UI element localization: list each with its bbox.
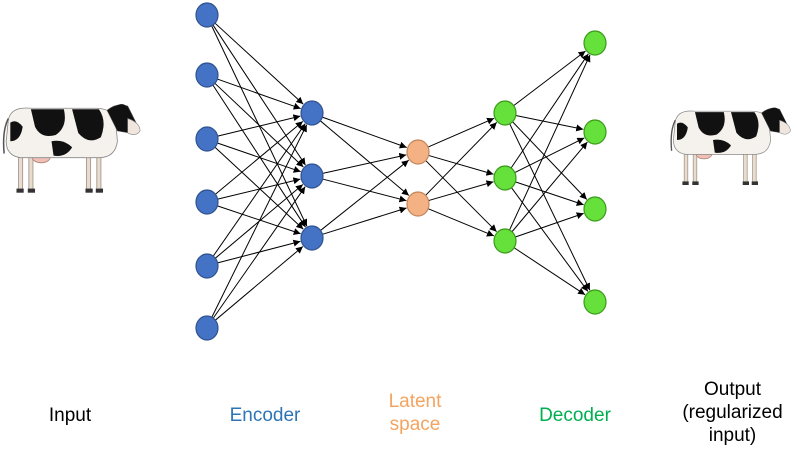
connection-arrow: [428, 180, 494, 202]
connection-arrow: [214, 82, 304, 168]
connection-arrow: [214, 22, 304, 105]
connection-arrow: [215, 121, 304, 195]
decoder-layer-node: [493, 228, 517, 254]
connection-arrow: [217, 114, 301, 137]
decoder-layer-node: [493, 165, 517, 191]
connection-arrow: [514, 137, 585, 173]
output-layer-node: [583, 289, 607, 315]
connection-arrow: [515, 181, 584, 206]
connection-arrow: [509, 54, 591, 231]
input-layer-node: [195, 62, 219, 88]
connection-arrow: [322, 152, 407, 174]
output-layer-node: [583, 119, 607, 145]
connection-arrow: [320, 159, 409, 231]
connection-arrow: [425, 160, 497, 233]
input-label: Input: [48, 405, 92, 426]
connection-arrow: [211, 124, 308, 318]
connection-arrow: [509, 123, 591, 291]
latent-layer-node: [406, 139, 430, 165]
connection-arrow: [513, 50, 586, 107]
encoder-label: Encoder: [229, 405, 301, 426]
connection-arrow: [212, 24, 306, 166]
connection-arrow: [428, 154, 494, 176]
connection-arrow: [215, 246, 304, 321]
input-layer-node: [195, 126, 219, 152]
connection-arrow: [217, 205, 301, 235]
connection-arrow: [515, 212, 584, 238]
input-layer-node: [195, 189, 219, 215]
connection-arrow: [320, 120, 410, 196]
input-layer-node: [195, 253, 219, 279]
connection-arrow: [214, 146, 304, 230]
connection-arrow: [425, 122, 498, 196]
input-cow-image: [2, 103, 141, 194]
connection-arrows: [211, 22, 591, 321]
connection-arrow: [212, 123, 306, 257]
connection-arrow: [427, 117, 495, 148]
latent-layer-node: [406, 191, 430, 217]
connection-arrow: [212, 84, 306, 228]
connection-arrow: [513, 247, 586, 296]
connection-arrow: [217, 78, 301, 110]
input-layer-node: [195, 2, 219, 28]
output-label: Output (regularized input): [682, 379, 783, 446]
encoder-layer-node: [300, 225, 324, 251]
connection-arrow: [512, 121, 588, 200]
output-layer-node: [583, 196, 607, 222]
connection-arrow: [322, 206, 407, 235]
connection-arrow: [511, 141, 588, 233]
network-nodes: [195, 2, 607, 341]
connection-arrow: [322, 116, 407, 149]
output-layer-node: [583, 30, 607, 56]
input-layer-node: [195, 315, 219, 341]
connection-arrow: [511, 187, 589, 292]
output-cow-image: [670, 106, 792, 186]
decoder-layer-node: [493, 100, 517, 126]
connection-arrow: [510, 53, 589, 169]
latent-space-label: Latent space: [388, 391, 442, 435]
connection-arrow: [217, 177, 301, 200]
encoder-layer-node: [300, 163, 324, 189]
connection-arrow: [212, 186, 306, 319]
connection-arrow: [322, 178, 407, 203]
decoder-label: Decoder: [539, 405, 611, 426]
connection-arrow: [427, 208, 495, 237]
connection-arrow: [515, 114, 584, 132]
encoder-layer-node: [300, 100, 324, 126]
